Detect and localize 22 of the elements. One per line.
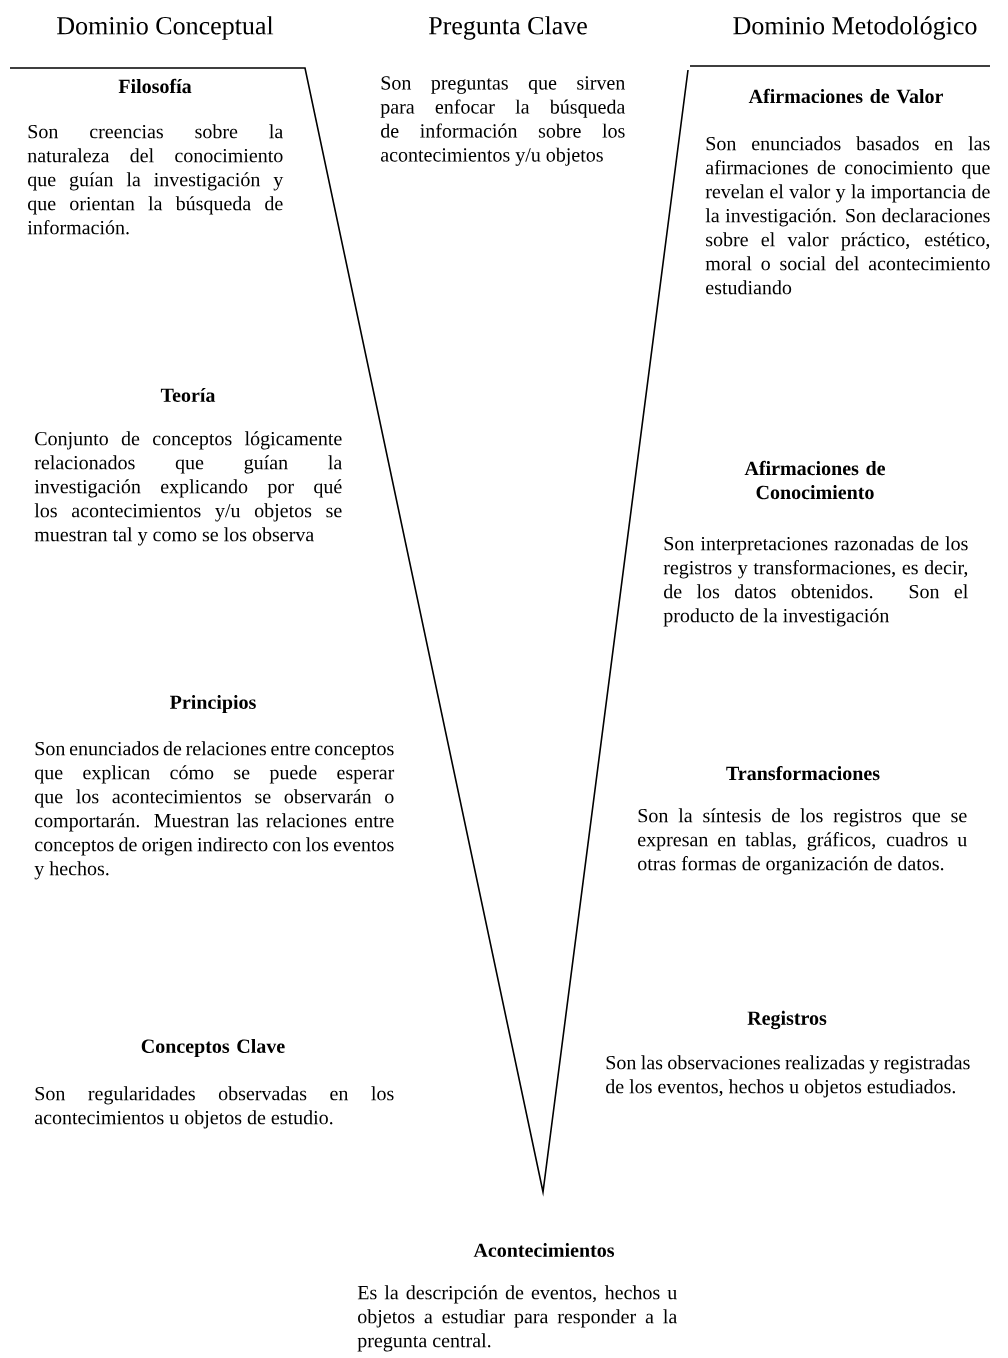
section-heading: Afirmaciones de Conocimiento [744, 460, 886, 500]
section-heading: Conceptos Clave [141, 1038, 285, 1058]
description-text: Son regularidades observadas en los acontecimientos u objetos de estudio. [35, 1086, 394, 1129]
description-text: Son enunciados basados en las afirmaciones de conocimiento que revelan el valor y la importancia de la investigación. Son declaraciones sobre el valor práctico, estético, moral o social del acontecimiento estudiando [705, 136, 990, 295]
domain-heading: Dominio Conceptual [57, 16, 274, 40]
domain-heading: Pregunta Clave [428, 16, 587, 40]
description-text: Son enunciados de relaciones entre conceptos que explican cómo se puede esperar que los acontecimientos se observarán o comportarán. Muestran las relaciones entre conceptos de origen indirecto con los eventos y hechos. [34, 741, 395, 880]
section-heading: Filosofía [118, 78, 192, 94]
description-text: Son interpretaciones razonadas de los registros y transformaciones, es decir, de los datos obtenidos. Son el producto de la investigación [663, 536, 968, 627]
section-heading: Acontecimientos [473, 1243, 615, 1258]
description-text: Son preguntas que sirven para enfocar la búsqueda de información sobre los acontecimientos y/u objetos [380, 76, 626, 166]
section-heading: Transformaciones [726, 765, 880, 781]
section-heading: Afirmaciones de Valor [748, 88, 943, 104]
section-heading: Registros [747, 1010, 827, 1030]
domain-heading: Dominio Metodológico [733, 16, 977, 40]
description-text: Conjunto de conceptos lógicamente relacionados que guían la investigación explicando por qué los acontecimientos y/u objetos se muestran tal y como se los observa [34, 431, 342, 546]
description-text: Son la síntesis de los registros que se expresan en tablas, gráficos, cuadros u otras formas de organización de datos. [638, 808, 967, 875]
description-text: Son creencias sobre la naturaleza del conocimiento que guían la investigación y que orientan la búsqueda de información. [27, 124, 284, 235]
description-text: Es la descripción de eventos, hechos u objetos a estudiar para responder a la pregunta central. [357, 1285, 677, 1352]
section-heading: Principios [170, 694, 256, 714]
description-text: Son las observaciones realizadas y registradas de los eventos, hechos u objetos estudiados. [606, 1055, 970, 1098]
section-heading: Teoría [160, 387, 216, 403]
